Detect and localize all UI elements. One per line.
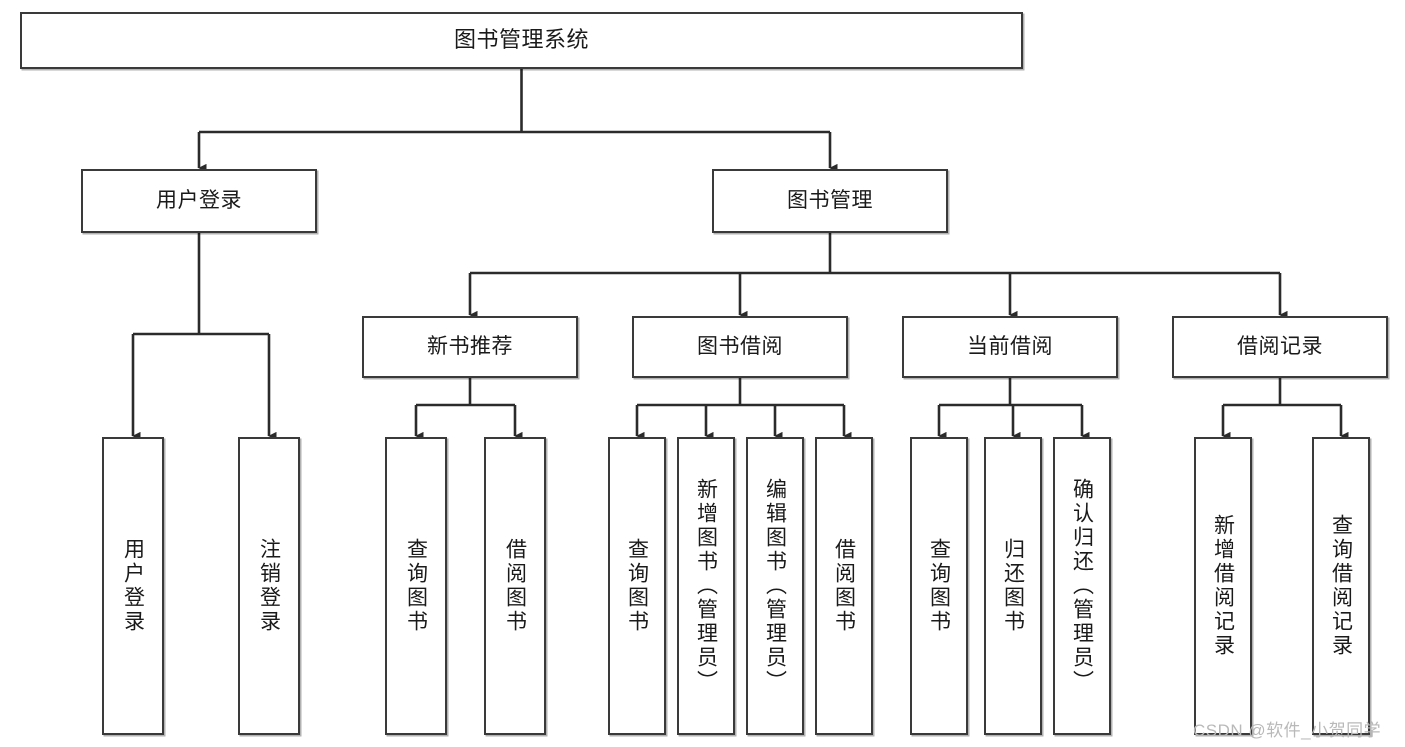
node-label-leaf-query-book-rec: 查询图书: [404, 538, 428, 634]
node-label-leaf-user-login: 用户登录: [121, 538, 145, 634]
node-label-user-login: 用户登录: [156, 189, 242, 213]
node-book-borrow[interactable]: 图书借阅: [632, 316, 848, 378]
node-user-login[interactable]: 用户登录: [81, 169, 317, 233]
node-root[interactable]: 图书管理系统: [20, 12, 1023, 69]
node-label-leaf-edit-book: 编辑图书（管理员）: [763, 478, 787, 694]
node-label-root: 图书管理系统: [453, 27, 589, 53]
node-label-leaf-logout: 注销登录: [257, 538, 281, 634]
node-label-leaf-query-record: 查询借阅记录: [1329, 514, 1353, 658]
node-label-borrow-record: 借阅记录: [1237, 335, 1323, 359]
node-label-leaf-add-book: 新增图书（管理员）: [694, 478, 718, 694]
node-current-borrow[interactable]: 当前借阅: [902, 316, 1118, 378]
node-borrow-record[interactable]: 借阅记录: [1172, 316, 1388, 378]
node-label-leaf-borrow-book-bb: 借阅图书: [832, 538, 856, 634]
node-leaf-edit-book[interactable]: 编辑图书（管理员）: [746, 437, 804, 735]
node-label-book-borrow: 图书借阅: [697, 335, 783, 359]
node-label-current-borrow: 当前借阅: [967, 335, 1053, 359]
node-leaf-confirm-return[interactable]: 确认归还（管理员）: [1053, 437, 1111, 735]
node-label-new-book-rec: 新书推荐: [427, 335, 513, 359]
node-leaf-borrow-book-rec[interactable]: 借阅图书: [484, 437, 546, 735]
node-new-book-rec[interactable]: 新书推荐: [362, 316, 578, 378]
node-book-manage[interactable]: 图书管理: [712, 169, 948, 233]
node-label-book-manage: 图书管理: [787, 189, 873, 213]
node-label-leaf-query-book-cb: 查询图书: [927, 538, 951, 634]
node-leaf-add-book[interactable]: 新增图书（管理员）: [677, 437, 735, 735]
node-leaf-add-record[interactable]: 新增借阅记录: [1194, 437, 1252, 735]
node-leaf-return-book[interactable]: 归还图书: [984, 437, 1042, 735]
node-leaf-query-book-rec[interactable]: 查询图书: [385, 437, 447, 735]
node-leaf-logout[interactable]: 注销登录: [238, 437, 300, 735]
node-label-leaf-return-book: 归还图书: [1001, 538, 1025, 634]
node-leaf-query-record[interactable]: 查询借阅记录: [1312, 437, 1370, 735]
node-leaf-borrow-book-bb[interactable]: 借阅图书: [815, 437, 873, 735]
node-label-leaf-borrow-book-rec: 借阅图书: [503, 538, 527, 634]
node-label-leaf-query-book-bb: 查询图书: [625, 538, 649, 634]
node-leaf-user-login[interactable]: 用户登录: [102, 437, 164, 735]
node-label-leaf-add-record: 新增借阅记录: [1211, 514, 1235, 658]
node-label-leaf-confirm-return: 确认归还（管理员）: [1070, 478, 1094, 694]
node-leaf-query-book-bb[interactable]: 查询图书: [608, 437, 666, 735]
edge-group: [131, 69, 1349, 441]
node-leaf-query-book-cb[interactable]: 查询图书: [910, 437, 968, 735]
